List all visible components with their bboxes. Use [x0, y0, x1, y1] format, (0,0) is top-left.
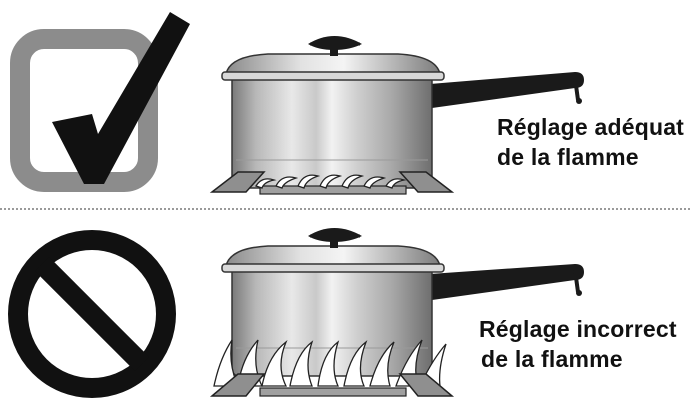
correct-caption: Réglage adéquat de la flamme [497, 112, 684, 172]
incorrect-flame-panel: Réglage incorrect de la flamme [0, 208, 690, 401]
panel-divider [0, 208, 690, 210]
burner-grate-icon [209, 373, 455, 397]
small-flame-icon [255, 174, 407, 189]
saucepan-icon [221, 36, 584, 189]
incorrect-illustration [8, 228, 584, 398]
correct-caption-line1: Réglage adéquat [497, 114, 685, 140]
burner-grate-icon [209, 171, 455, 195]
checkmark-icon [10, 12, 190, 192]
correct-illustration [10, 12, 584, 195]
incorrect-caption: Réglage incorrect de la flamme [479, 314, 677, 374]
correct-flame-panel: Réglage adéquat de la flamme [10, 12, 684, 195]
prohibited-icon [8, 230, 176, 398]
correct-caption-line2: de la flamme [497, 144, 639, 170]
incorrect-caption-line1: Réglage incorrect [479, 316, 677, 342]
incorrect-caption-line2: de la flamme [481, 346, 623, 372]
